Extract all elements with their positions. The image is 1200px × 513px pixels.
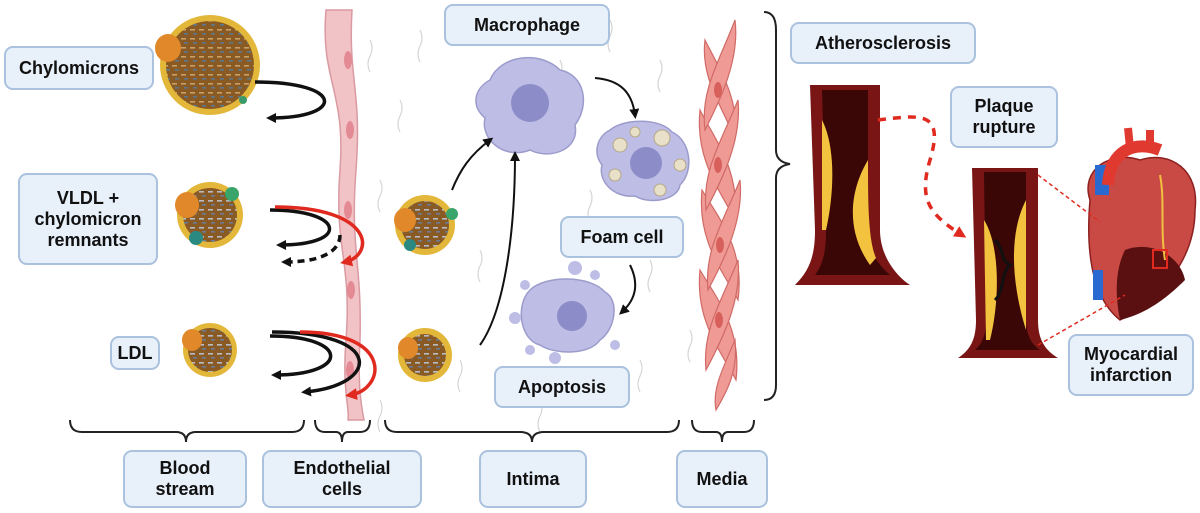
vldl-chylomicron-remnants-label: VLDL + chylomicron remnants: [18, 173, 158, 265]
region-braces: [69, 419, 755, 443]
plaque-rupture-label: Plaque rupture: [950, 86, 1058, 148]
macrophage-label: Macrophage: [444, 4, 610, 46]
endothelial-cells-region-label: Endothelial cells: [262, 450, 422, 508]
artery-icon: [795, 85, 910, 285]
blood-stream-region-label: Blood stream: [123, 450, 247, 508]
heart-connector-lines: [1037, 174, 1126, 346]
intima-vldl-particle-icon: [394, 195, 458, 255]
smooth-muscle-nuclei: [714, 82, 724, 328]
myocardial-infarction-label: Myocardial infarction: [1068, 334, 1194, 396]
foam-cell-icon: [596, 120, 690, 202]
chylomicrons-label: Chylomicrons: [4, 46, 154, 90]
ruptured-artery-icon: [958, 168, 1058, 358]
lipoprotein-flow-arrows: [254, 80, 377, 400]
atherosclerosis-label: Atherosclerosis: [790, 22, 976, 64]
vldl-particle-icon: [175, 182, 243, 248]
heart-icon: [1087, 127, 1197, 321]
plaque-rupture-arrow: [877, 115, 967, 238]
foam-cell-label: Foam cell: [560, 216, 684, 258]
intima-ldl-particle-icon: [398, 328, 452, 382]
cell-transition-arrows: [451, 77, 640, 346]
ldl-particle-icon: [182, 323, 237, 377]
apoptosis-label: Apoptosis: [494, 366, 630, 408]
media-bracket: [763, 11, 791, 401]
ldl-label: LDL: [110, 336, 160, 370]
macrophage-icon: [475, 56, 585, 155]
media-region-label: Media: [676, 450, 768, 508]
chylomicron-particle-icon: [155, 15, 260, 115]
intima-region-label: Intima: [479, 450, 587, 508]
apoptotic-cell-icon: [509, 261, 620, 364]
smooth-muscle-cell-icon: [698, 19, 742, 412]
